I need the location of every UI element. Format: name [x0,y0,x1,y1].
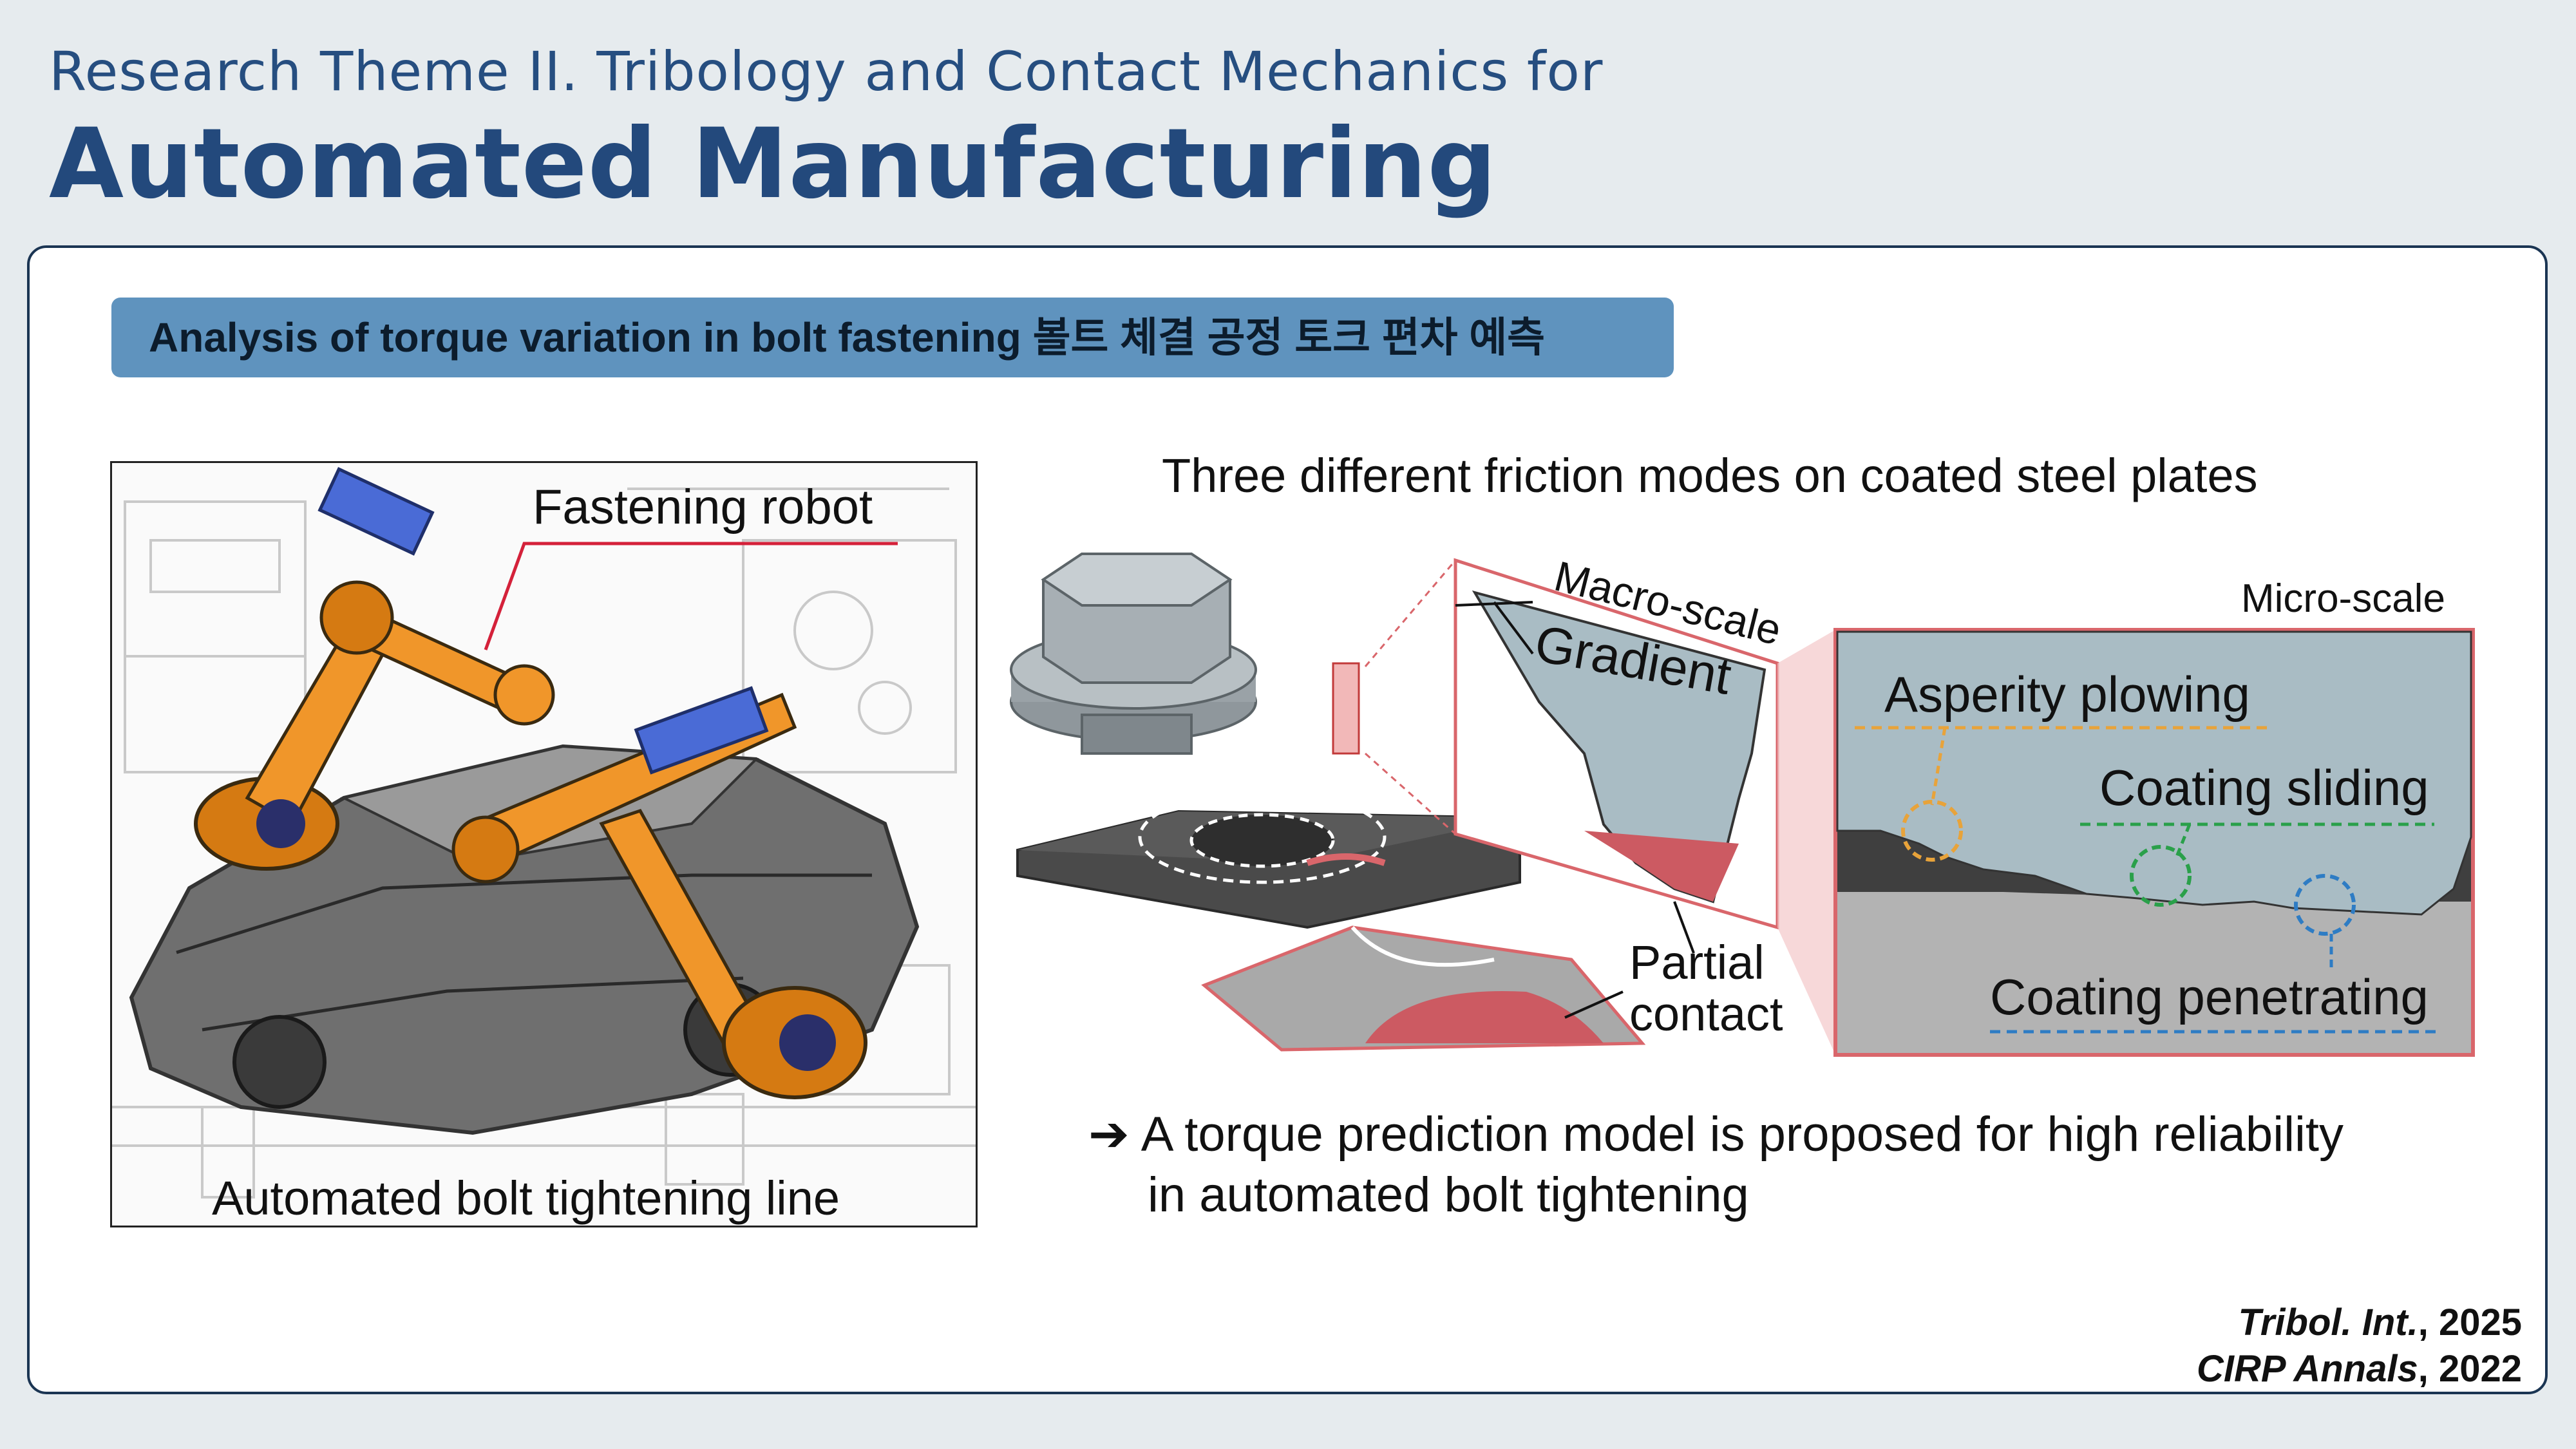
conclusion-line-2: in automated bolt tightening [1148,1168,1749,1222]
friction-figure-title: Three different friction modes on coated… [1162,449,2258,502]
conclusion-text: ➔A torque prediction model is proposed f… [1088,1104,2344,1226]
slide-title: Automated Manufacturing [49,108,1497,220]
citation-2: CIRP Annals, 2022 [2196,1348,2522,1390]
conclusion-line-1: ➔A torque prediction model is proposed f… [1088,1105,2344,1162]
fastening-robot-label: Fastening robot [533,480,873,535]
citation-1: Tribol. Int., 2025 [2238,1302,2522,1343]
robot-figure-caption: Automated bolt tightening line [212,1171,840,1225]
arrow-icon: ➔ [1088,1105,1130,1162]
citations: Tribol. Int., 2025 CIRP Annals, 2022 [2197,1300,2522,1392]
coating-sliding-marker [2080,822,2434,907]
partial-label: Partial [1629,936,1765,989]
micro-scale-inset [1833,628,2475,1057]
friction-modes-diagram: Partial contact Macro-scale Gradient Mic… [1010,552,2475,1057]
robot-illustration: Fastening robot Automated bolt tightenin… [112,467,976,1225]
bolt-illustration [1010,553,1360,755]
contact-label: contact [1629,987,1783,1041]
coating-penetrating-marker [1990,874,2441,1034]
robot-arm-1 [194,467,555,871]
robot-arm-2 [451,686,867,1099]
coating-sliding-label: Coating sliding [2099,759,2429,816]
magnification-wedge [1777,630,1835,1055]
asperity-plowing-label: Asperity plowing [1884,666,2250,723]
robot-line-figure: Fastening robot Automated bolt tightenin… [110,461,978,1227]
section-banner: Analysis of torque variation in bolt fas… [111,298,1674,377]
label-pointer-line [484,542,898,650]
macro-scale-inset [1364,558,1779,954]
partial-contact-inset [1201,925,1646,1052]
coating-penetrating-label: Coating penetrating [1990,969,2429,1025]
steel-plate [1016,790,1521,929]
asperity-plowing-marker [1855,726,2267,862]
slide-subtitle: Research Theme II. Tribology and Contact… [49,40,1604,103]
micro-scale-label: Micro-scale [2241,576,2445,621]
